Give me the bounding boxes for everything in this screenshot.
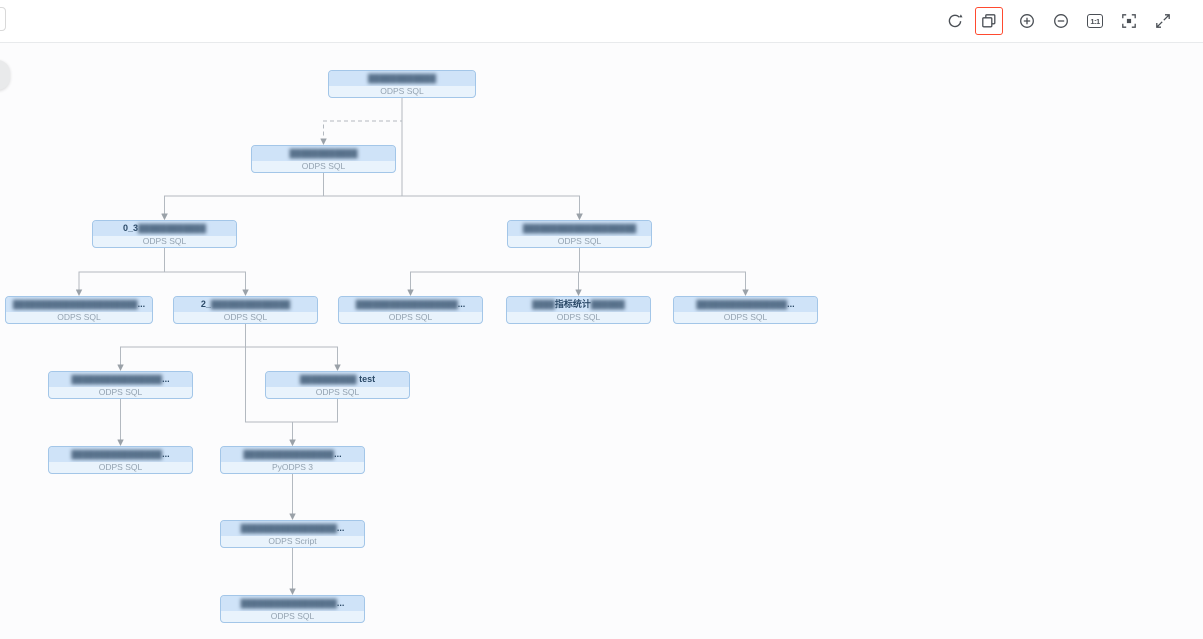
refresh-button[interactable] <box>945 11 965 31</box>
node-type-label: ODPS SQL <box>315 387 360 397</box>
overview-toggle-button[interactable] <box>975 7 1003 35</box>
node-type-label: ODPS SQL <box>388 312 433 322</box>
fit-view-button[interactable] <box>1119 11 1139 31</box>
dag-node[interactable]: ██████████████████...ODPS SQL <box>338 296 483 324</box>
node-title: ██████████████████... <box>339 297 482 312</box>
node-type-label: ODPS SQL <box>301 161 346 171</box>
dag-node[interactable]: ██████████████████████...ODPS SQL <box>5 296 153 324</box>
dag-edge <box>161 173 324 220</box>
dag-edge <box>117 324 246 371</box>
node-title: ████████████ <box>252 146 395 161</box>
node-title: ████████████████... <box>49 372 192 387</box>
dag-edge <box>164 248 249 296</box>
fit-view-icon <box>1120 12 1138 30</box>
zoom-in-icon <box>1018 12 1036 30</box>
dag-node[interactable]: ████████████████...PyODPS 3 <box>220 446 365 474</box>
node-title: 2_██████████████ <box>174 297 317 312</box>
dag-edge <box>320 98 403 145</box>
dag-edge <box>401 98 583 220</box>
node-title: ████████████████... <box>49 447 192 462</box>
refresh-icon <box>946 12 964 30</box>
node-type-label: ODPS SQL <box>142 236 187 246</box>
dag-toolbar: 1:1 <box>0 0 1203 43</box>
dag-node[interactable]: ████████████████...ODPS SQL <box>48 371 193 399</box>
dag-node[interactable]: ████████████████████ODPS SQL <box>507 220 652 248</box>
search-input-partial[interactable] <box>0 7 6 31</box>
dag-node[interactable]: ████████████ODPS SQL <box>328 70 476 98</box>
node-type-label: ODPS SQL <box>98 387 143 397</box>
collapse-handle[interactable] <box>0 60 10 90</box>
node-title: ████指标统计██████ <box>507 297 650 312</box>
dag-edge <box>245 324 341 371</box>
node-title: █████████████████... <box>221 521 364 536</box>
node-type-label: ODPS SQL <box>556 312 601 322</box>
dag-edge <box>579 248 749 296</box>
node-title: █████████████████... <box>221 596 364 611</box>
dag-node[interactable]: ████指标统计██████ODPS SQL <box>506 296 651 324</box>
one-to-one-icon: 1:1 <box>1087 14 1103 28</box>
fullscreen-button[interactable] <box>1153 11 1173 31</box>
zoom-out-icon <box>1052 12 1070 30</box>
node-title: ██████████████████████... <box>6 297 152 312</box>
node-title: ████████████████... <box>221 447 364 462</box>
node-title: ████████████████████ <box>508 221 651 236</box>
node-title: ████████████████... <box>674 297 817 312</box>
dag-node[interactable]: ████████████ODPS SQL <box>251 145 396 173</box>
dag-node[interactable]: ████████████████...ODPS SQL <box>673 296 818 324</box>
node-title: ██████████ test <box>266 372 409 387</box>
node-type-label: ODPS SQL <box>270 611 315 621</box>
dag-node[interactable]: 0_3████████████ODPS SQL <box>92 220 237 248</box>
dag-node[interactable]: █████████████████...ODPS SQL <box>220 595 365 623</box>
node-type-label: ODPS SQL <box>57 312 101 322</box>
node-title: 0_3████████████ <box>93 221 236 236</box>
zoom-ratio-button[interactable]: 1:1 <box>1085 11 1105 31</box>
node-title: ████████████ <box>329 71 475 86</box>
dag-node[interactable]: █████████████████...ODPS Script <box>220 520 365 548</box>
node-type-label: PyODPS 3 <box>271 462 314 472</box>
zoom-out-button[interactable] <box>1051 11 1071 31</box>
overview-toggle-icon <box>980 12 998 30</box>
node-type-label: ODPS SQL <box>98 462 143 472</box>
dag-edge <box>407 248 580 296</box>
node-type-label: ODPS SQL <box>223 312 268 322</box>
node-type-label: ODPS SQL <box>380 86 424 96</box>
dag-node[interactable]: 2_██████████████ODPS SQL <box>173 296 318 324</box>
dag-edge <box>75 248 165 296</box>
dag-edge <box>323 173 583 220</box>
node-type-label: ODPS SQL <box>723 312 768 322</box>
dag-edge <box>289 399 338 446</box>
zoom-in-button[interactable] <box>1017 11 1037 31</box>
node-type-label: ODPS Script <box>268 536 317 546</box>
fullscreen-icon <box>1154 12 1172 30</box>
node-type-label: ODPS SQL <box>557 236 602 246</box>
dag-node[interactable]: ████████████████...ODPS SQL <box>48 446 193 474</box>
